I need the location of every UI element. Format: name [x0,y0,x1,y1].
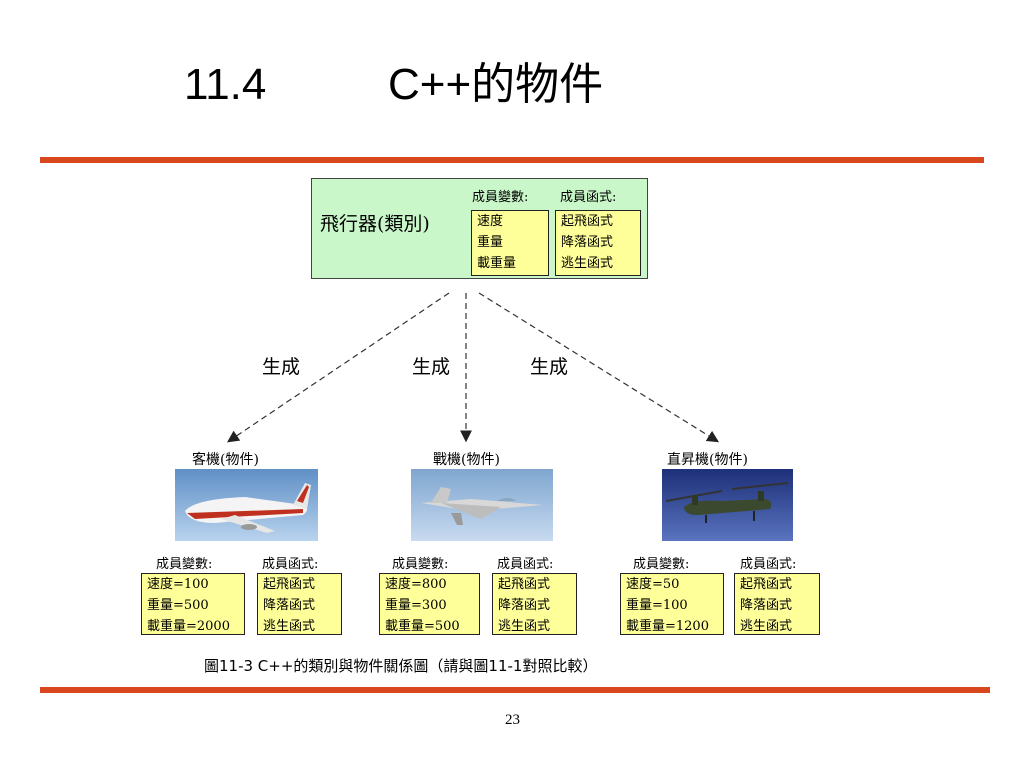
member-funcs-label: 成員函式: [497,557,554,572]
arrow-to-passenger-plane [227,292,450,443]
member-vars-label: 成員變數: [392,557,449,572]
passenger-plane-image [175,469,318,541]
member-funcs-box: 起飛函式 降落函式 逃生函式 [492,573,577,635]
member-var: 速度 [477,214,504,229]
member-func: 降落函式 [561,235,614,250]
arrow-label-generate: 生成 [412,356,451,378]
top-divider [40,157,984,163]
member-var: 速度=50 [626,577,680,592]
member-funcs-label: 成員函式: [560,190,617,205]
member-func: 起飛函式 [263,577,316,592]
member-func: 降落函式 [740,598,793,613]
member-vars-box: 速度 重量 載重量 [471,210,549,276]
member-var: 載重量=2000 [147,619,230,634]
section-title: C++的物件 [388,60,604,109]
member-vars-box: 速度=800 重量=300 載重量=500 [379,573,480,635]
member-funcs-label: 成員函式: [740,557,797,572]
member-vars-box: 速度=100 重量=500 載重量=2000 [141,573,245,635]
member-func: 起飛函式 [498,577,551,592]
member-funcs-box: 起飛函式 降落函式 逃生函式 [555,210,641,276]
member-func: 逃生函式 [740,619,793,634]
member-var: 重量=500 [147,598,209,613]
helicopter-image [662,469,793,541]
member-func: 起飛函式 [561,214,614,229]
figure-caption: 圖11-3 C++的類別與物件關係圖（請與圖11-1對照比較） [204,657,598,675]
member-vars-box: 速度=50 重量=100 載重量=1200 [620,573,724,635]
member-funcs-box: 起飛函式 降落函式 逃生函式 [734,573,820,635]
object-name-fighter-jet: 戰機(物件) [433,452,500,468]
member-var: 重量=300 [385,598,447,613]
class-box-aircraft: 飛行器(類別) 成員變數: 成員函式: 速度 重量 載重量 起飛函式 降落函式 … [311,178,648,279]
object-name-passenger-plane: 客機(物件) [192,452,259,468]
member-funcs-label: 成員函式: [262,557,319,572]
member-var: 重量=100 [626,598,688,613]
member-func: 逃生函式 [561,256,614,271]
object-name-helicopter: 直昇機(物件) [667,452,748,468]
member-func: 降落函式 [498,598,551,613]
member-vars-label: 成員變數: [472,190,529,205]
member-var: 載重量 [477,256,517,271]
class-name: 飛行器(類別) [320,213,430,235]
member-func: 逃生函式 [263,619,316,634]
member-var: 重量 [477,235,504,250]
arrow-label-generate: 生成 [262,356,301,378]
page-number: 23 [505,712,520,728]
section-number: 11.4 [184,60,267,109]
member-vars-label: 成員變數: [156,557,213,572]
slide-title: 11.4 C++的物件 [0,52,1024,122]
member-var: 載重量=1200 [626,619,709,634]
member-vars-label: 成員變數: [633,557,690,572]
member-var: 速度=800 [385,577,447,592]
member-var: 速度=100 [147,577,209,592]
arrow-to-helicopter [478,292,720,443]
member-func: 逃生函式 [498,619,551,634]
bottom-divider [40,687,990,693]
member-func: 降落函式 [263,598,316,613]
member-funcs-box: 起飛函式 降落函式 逃生函式 [257,573,342,635]
member-var: 載重量=500 [385,619,460,634]
member-func: 起飛函式 [740,577,793,592]
arrow-label-generate: 生成 [530,356,569,378]
fighter-jet-image [411,469,553,541]
